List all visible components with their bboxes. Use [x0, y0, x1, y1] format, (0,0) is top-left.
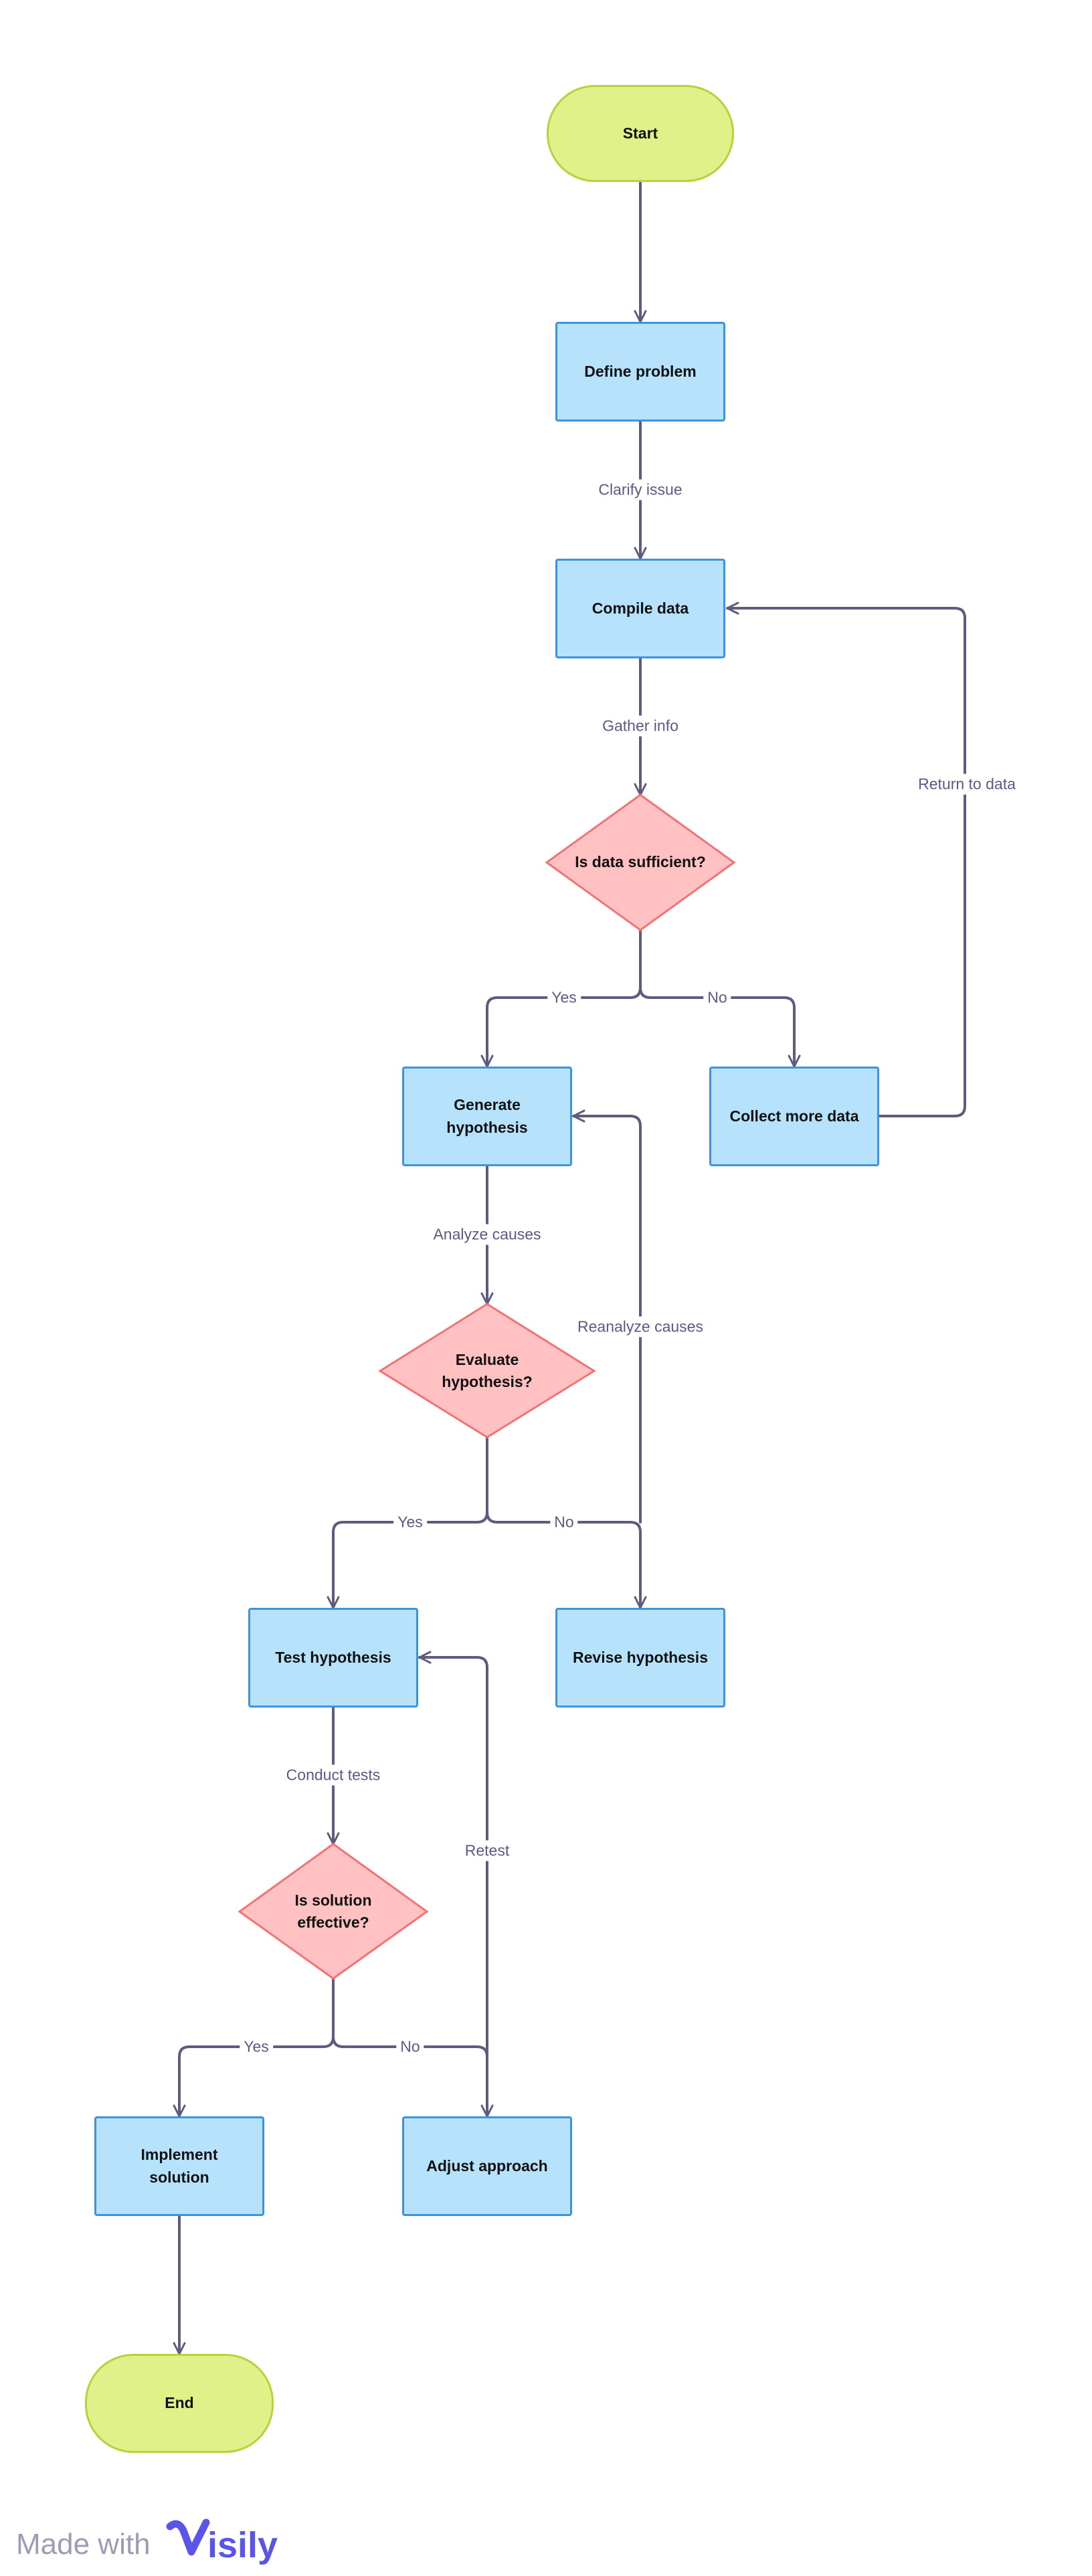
node-start[interactable]: Start	[547, 85, 734, 182]
decision-solution-effective-shape	[238, 1843, 429, 1980]
node-define-problem-label: Define problem	[584, 362, 697, 380]
node-end-label: End	[165, 2394, 194, 2412]
node-collect-more-data[interactable]: Collect more data	[709, 1067, 879, 1166]
decision-data-sufficient-shape	[545, 794, 736, 931]
node-compile-data[interactable]: Compile data	[555, 559, 725, 658]
decision-data-sufficient-label: Is data sufficient?	[575, 853, 706, 871]
edge-label-yes: Yes	[240, 2036, 273, 2057]
node-test-hypothesis[interactable]: Test hypothesis	[248, 1608, 418, 1708]
edge-label-clarify-issue: Clarify issue	[594, 479, 687, 500]
edge-revise-reanalyze	[572, 1109, 642, 1524]
decision-solution-effective[interactable]: Is solution effective?	[266, 1878, 400, 1945]
node-collect-more-data-label: Collect more data	[729, 1107, 859, 1125]
node-adjust-approach-label: Adjust approach	[426, 2156, 548, 2175]
edge-label-yes: Yes	[393, 1511, 427, 1533]
edge-collect-return	[726, 602, 966, 1117]
node-revise-hypothesis[interactable]: Revise hypothesis	[555, 1608, 725, 1708]
edge-label-reanalyze-causes: Reanalyze causes	[573, 1316, 707, 1338]
edge-label-no: No	[550, 1511, 578, 1533]
decision-data-sufficient[interactable]: Is data sufficient?	[573, 829, 707, 896]
edge-label-analyze-causes: Analyze causes	[429, 1224, 545, 1245]
footer-made-with: Made with	[16, 2528, 151, 2561]
visily-logo-mark: isily	[166, 2518, 278, 2565]
node-compile-data-label: Compile data	[592, 599, 689, 617]
node-implement-solution-label: Implement solution	[141, 2146, 218, 2186]
node-generate-hypothesis[interactable]: Generate hypothesis	[402, 1067, 572, 1166]
node-adjust-approach[interactable]: Adjust approach	[402, 2116, 572, 2216]
decision-evaluate-hypothesis-shape	[378, 1303, 596, 1439]
node-implement-solution[interactable]: Implement solution	[94, 2116, 264, 2216]
node-test-hypothesis-label: Test hypothesis	[275, 1648, 391, 1666]
visily-logo[interactable]: isily	[165, 2517, 285, 2574]
decision-solution-effective-label: Is solution effective?	[294, 1891, 372, 1931]
decision-evaluate-hypothesis[interactable]: Evaluate hypothesis?	[420, 1338, 554, 1404]
edge-label-return-to-data: Return to data	[914, 773, 1020, 795]
node-end[interactable]: End	[85, 2354, 274, 2453]
decision-evaluate-hypothesis-label: Evaluate hypothesis?	[442, 1350, 533, 1390]
edge-decision1-no	[639, 986, 801, 1068]
edge-label-conduct-tests: Conduct tests	[282, 1764, 385, 1786]
node-define-problem[interactable]: Define problem	[555, 322, 725, 422]
node-generate-hypothesis-label: Generate hypothesis	[446, 1096, 528, 1136]
edge-label-yes: Yes	[547, 987, 581, 1008]
visily-logo-text: isily	[207, 2525, 278, 2565]
edge-label-no: No	[396, 2036, 424, 2057]
node-revise-hypothesis-label: Revise hypothesis	[573, 1648, 708, 1666]
edge-label-retest: Retest	[460, 1840, 514, 1861]
edge-label-gather-info: Gather info	[598, 715, 682, 737]
edge-adjust-retest	[418, 1651, 488, 2118]
node-start-label: Start	[622, 124, 658, 142]
edge-label-no: No	[703, 987, 731, 1008]
edge-decision2-no	[486, 1511, 647, 1609]
